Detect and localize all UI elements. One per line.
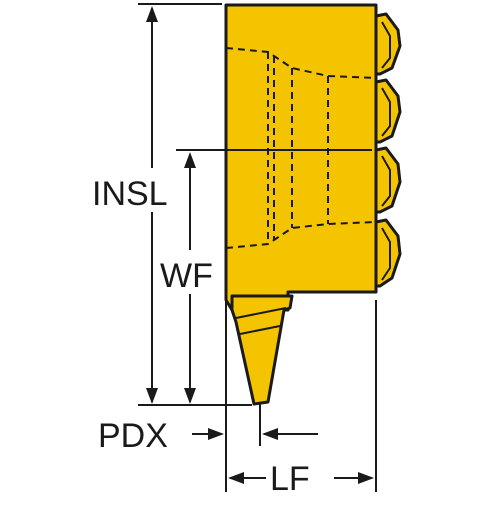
lf-label: LF [270,460,310,498]
pdx-arrow-left [208,428,224,440]
wf-label-bg [160,250,220,294]
pdx-label: PDX [98,417,168,455]
insert-body [224,3,402,406]
insert-tip [230,294,294,406]
tip-detail-lines [235,307,287,335]
insl-label: INSL [92,175,168,213]
arrowheads [146,6,374,484]
lf-arrow-left [228,472,244,484]
wf-arrow-bottom [184,388,196,404]
teeth-detail-lines [381,21,391,281]
wf-label: WF [160,257,213,295]
wf-arrow-top [184,152,196,168]
hidden-bore-lines [225,47,377,249]
insl-arrow-bottom [146,388,158,404]
insert-main-body [224,3,378,312]
insl-label-bg [92,168,182,212]
pdx-arrow-right [262,428,278,440]
insert-teeth [374,12,402,288]
lf-arrow-right [358,472,374,484]
insl-arrow-top [146,6,158,22]
